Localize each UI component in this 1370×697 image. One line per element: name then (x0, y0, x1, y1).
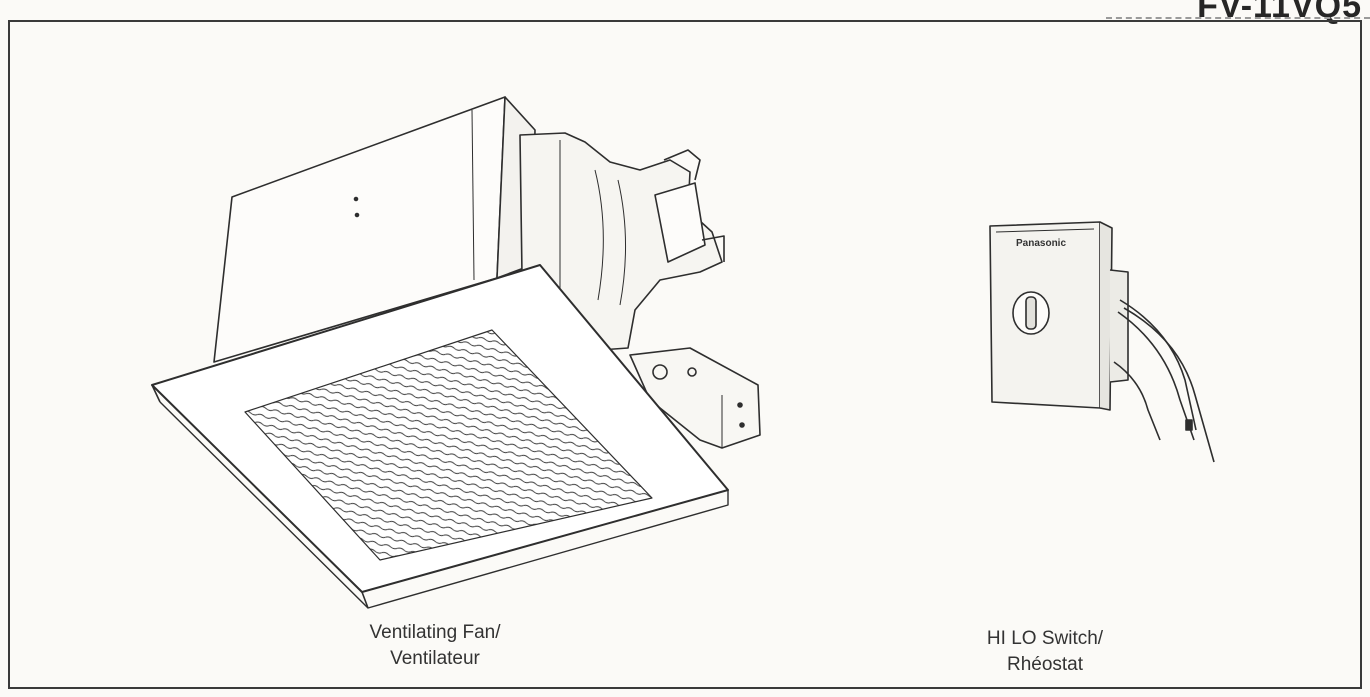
switch-brand-label: Panasonic (1016, 238, 1066, 249)
ventilating-fan-illustration (151, 96, 761, 609)
header-rule (1106, 17, 1370, 19)
switch-caption: HI LO Switch/ Rhéostat (925, 626, 1165, 678)
switch-caption-line1: HI LO Switch/ (986, 628, 1104, 649)
hi-lo-switch-illustration (989, 221, 1215, 463)
figure-frame (8, 20, 1362, 689)
fan-caption-line2: Ventilateur (390, 648, 480, 669)
switch-caption-line2: Rhéostat (1006, 654, 1084, 675)
fan-caption-line1: Ventilating Fan/ (369, 622, 501, 643)
fan-caption: Ventilating Fan/ Ventilateur (310, 620, 560, 672)
